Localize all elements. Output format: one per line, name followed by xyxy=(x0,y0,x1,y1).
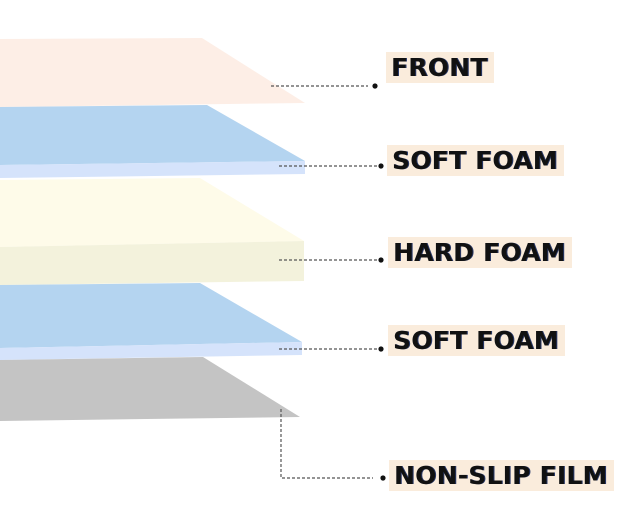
label-soft-foam-top: SOFT FOAM xyxy=(387,145,564,176)
leader-dot-non-slip-film xyxy=(380,475,386,481)
leader-dots xyxy=(372,83,386,481)
layer-non-slip-film-top-face xyxy=(0,357,300,421)
leader-dot-soft-foam-1 xyxy=(378,163,384,169)
layer-soft-foam-2 xyxy=(0,283,302,360)
label-front: FRONT xyxy=(386,52,494,83)
leader-dot-hard-foam xyxy=(378,257,384,263)
layer-hard-foam xyxy=(0,178,304,285)
leader-line-non-slip-film xyxy=(280,409,373,479)
leader-lines xyxy=(271,85,378,479)
label-hard-foam: HARD FOAM xyxy=(388,237,572,268)
label-non-slip-film: NON-SLIP FILM xyxy=(389,460,614,491)
layer-non-slip-film xyxy=(0,357,300,421)
layer-soft-foam-1 xyxy=(0,105,305,178)
layer-front-top-face xyxy=(0,38,305,107)
leader-dot-front xyxy=(372,83,378,89)
layer-soft-foam-2-side-face xyxy=(0,342,302,360)
layer-soft-foam-2-top-face xyxy=(0,283,302,348)
layer-soft-foam-1-top-face xyxy=(0,105,305,165)
label-soft-foam-bottom: SOFT FOAM xyxy=(388,325,565,356)
layer-front xyxy=(0,38,305,107)
layer-hard-foam-top-face xyxy=(0,178,304,247)
leader-dot-soft-foam-2 xyxy=(378,346,384,352)
layer-soft-foam-1-side-face xyxy=(0,161,305,178)
layer-hard-foam-side-face xyxy=(0,241,304,285)
